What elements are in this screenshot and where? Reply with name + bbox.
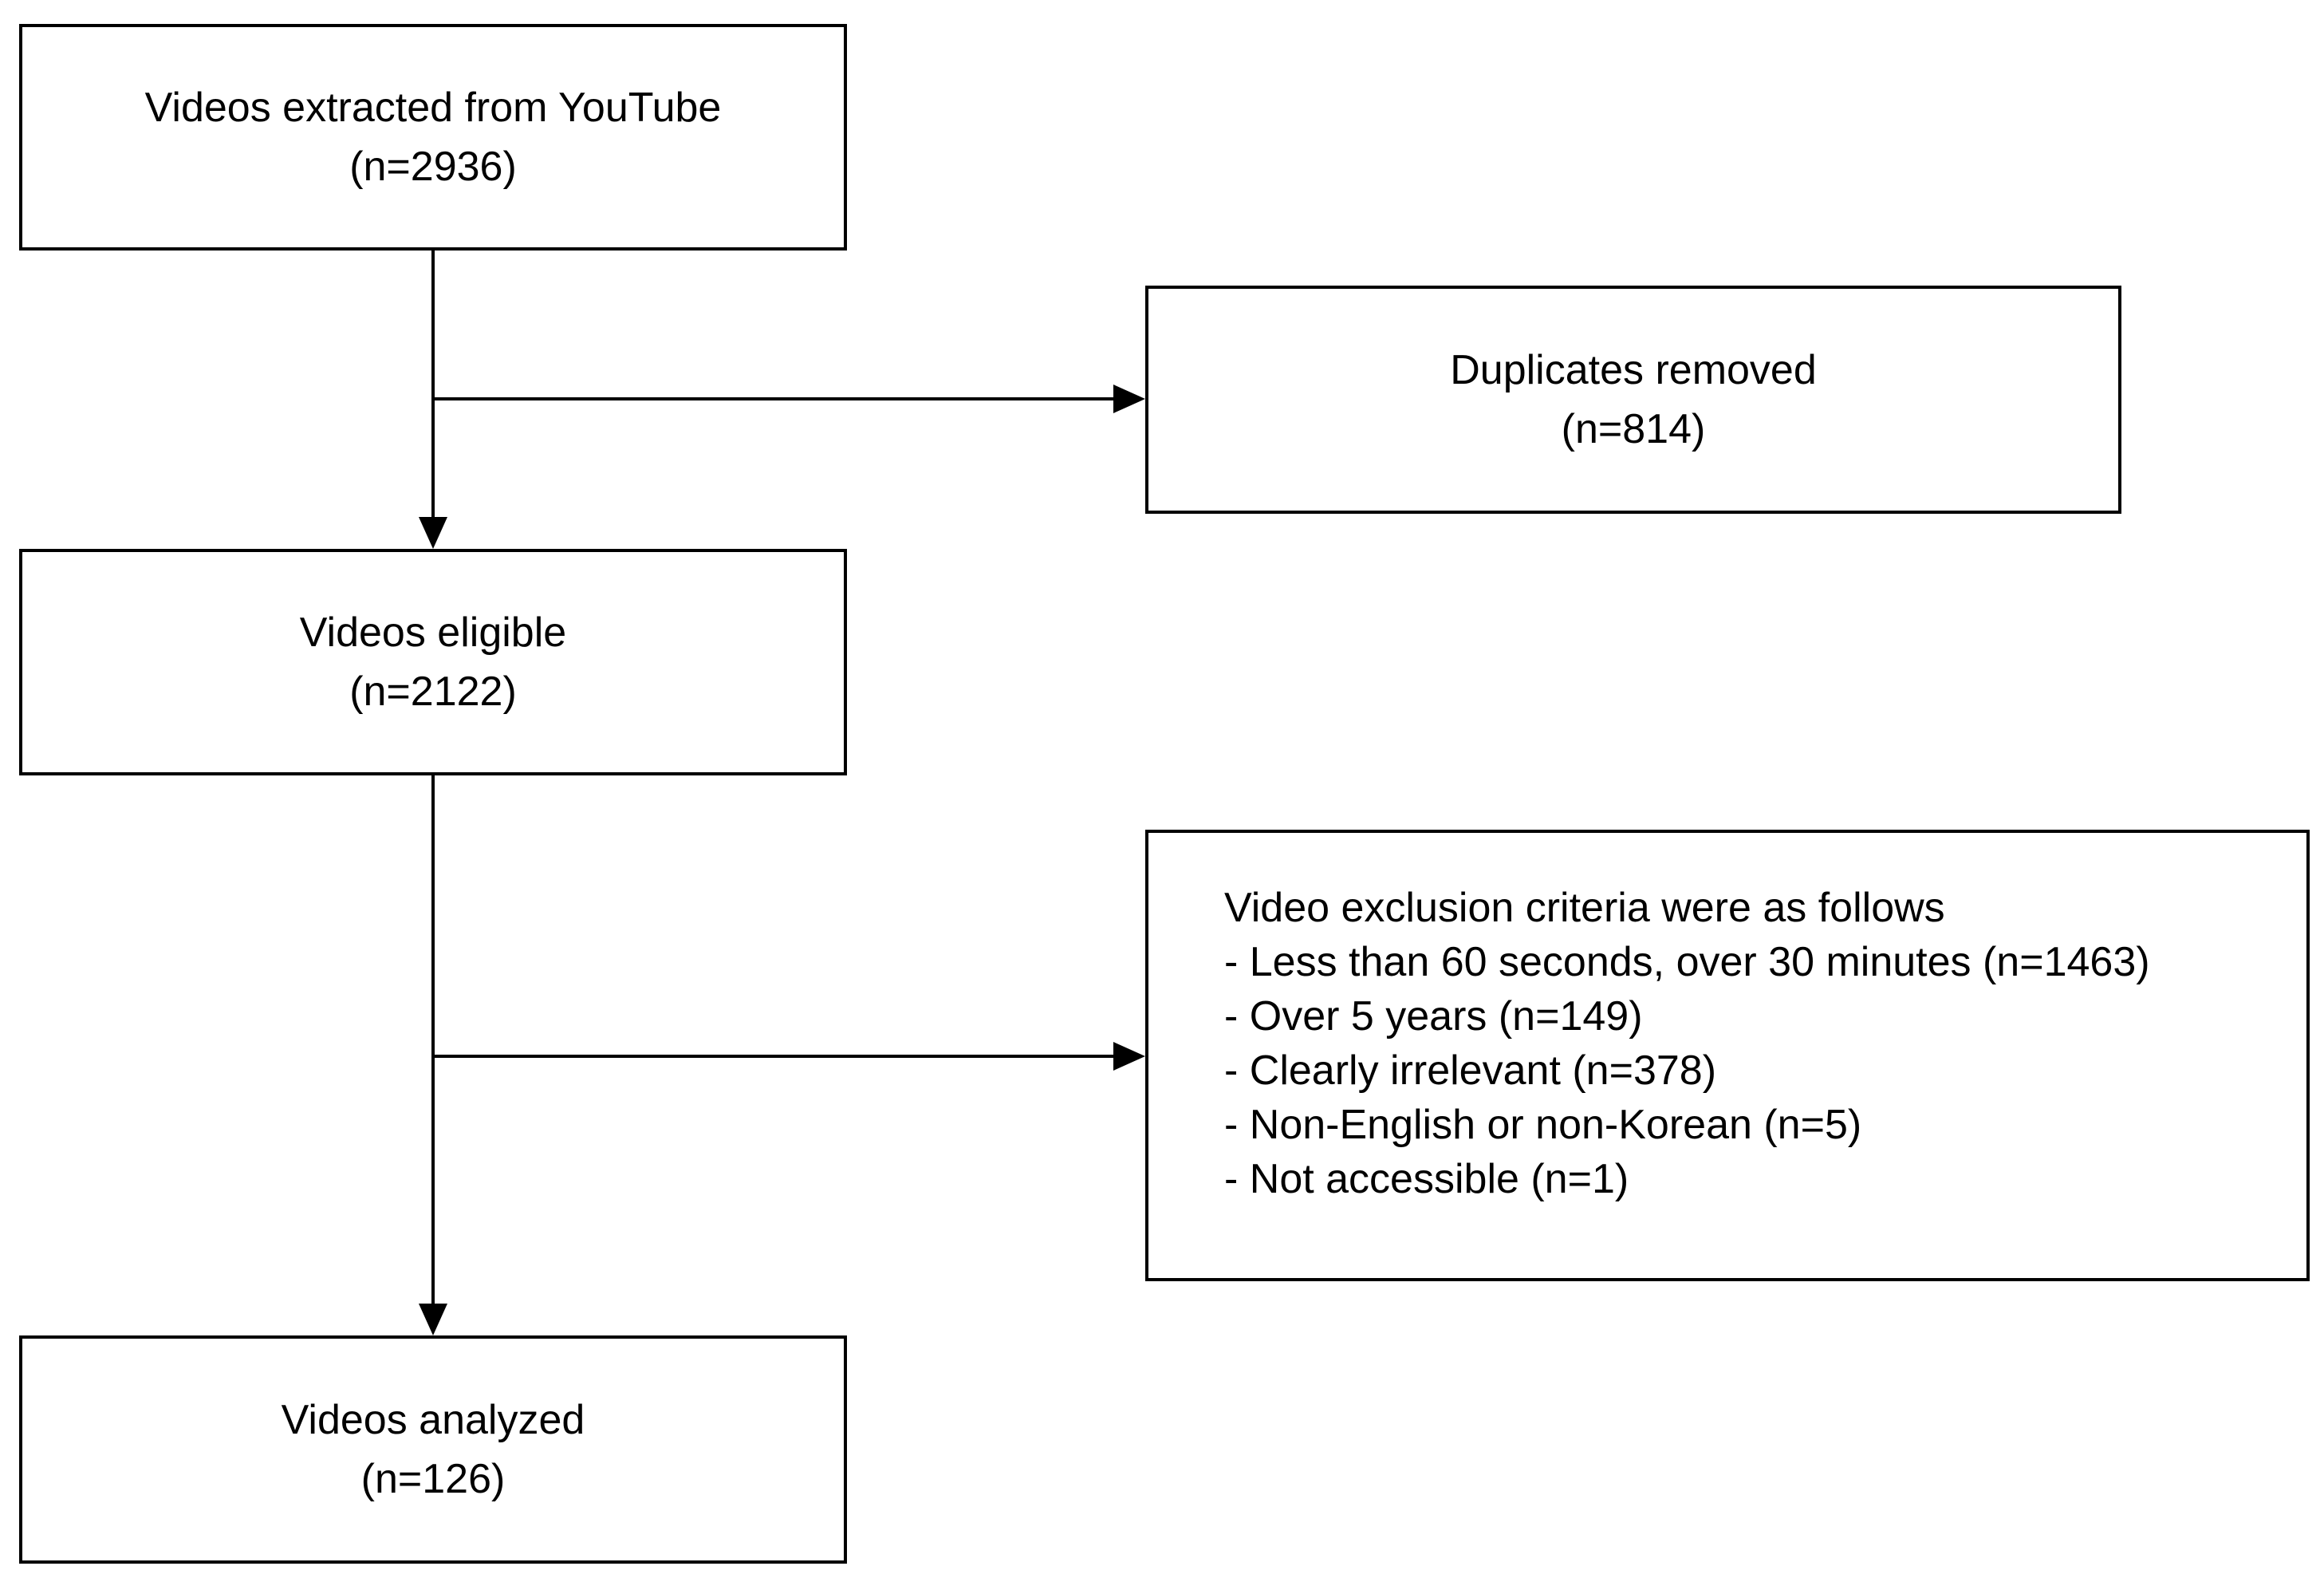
node-title: Videos eligible: [299, 610, 567, 656]
exclusion-item: - Clearly irrelevant (n=378): [1224, 1047, 1717, 1094]
node-title: Videos analyzed: [281, 1397, 585, 1443]
node-title: Videos extracted from YouTube: [144, 85, 722, 131]
exclusion-item: - Not accessible (n=1): [1224, 1156, 1629, 1202]
exclusion-heading: Video exclusion criteria were as follows: [1224, 885, 1945, 931]
exclusion-item: - Less than 60 seconds, over 30 minutes …: [1224, 939, 2150, 985]
node-count: (n=814): [1561, 406, 1706, 452]
exclusion-item: - Over 5 years (n=149): [1224, 993, 1643, 1040]
node-count: (n=2936): [349, 144, 517, 190]
node-videos-extracted: Videos extracted from YouTube (n=2936): [19, 24, 847, 251]
node-count: (n=126): [360, 1456, 506, 1502]
arrowhead-duplicates: [1113, 385, 1145, 413]
exclusion-item: - Non-English or non-Korean (n=5): [1224, 1102, 1862, 1148]
node-videos-analyzed: Videos analyzed (n=126): [19, 1335, 847, 1564]
node-duplicates-removed: Duplicates removed (n=814): [1145, 286, 2121, 514]
node-title: Duplicates removed: [1450, 347, 1817, 393]
arrowhead-exclusion: [1113, 1042, 1145, 1071]
arrowhead-eligible: [419, 517, 447, 549]
arrowhead-analyzed: [419, 1304, 447, 1335]
node-exclusion-criteria: Video exclusion criteria were as follows…: [1145, 830, 2310, 1281]
node-videos-eligible: Videos eligible (n=2122): [19, 549, 847, 775]
node-count: (n=2122): [349, 669, 517, 715]
